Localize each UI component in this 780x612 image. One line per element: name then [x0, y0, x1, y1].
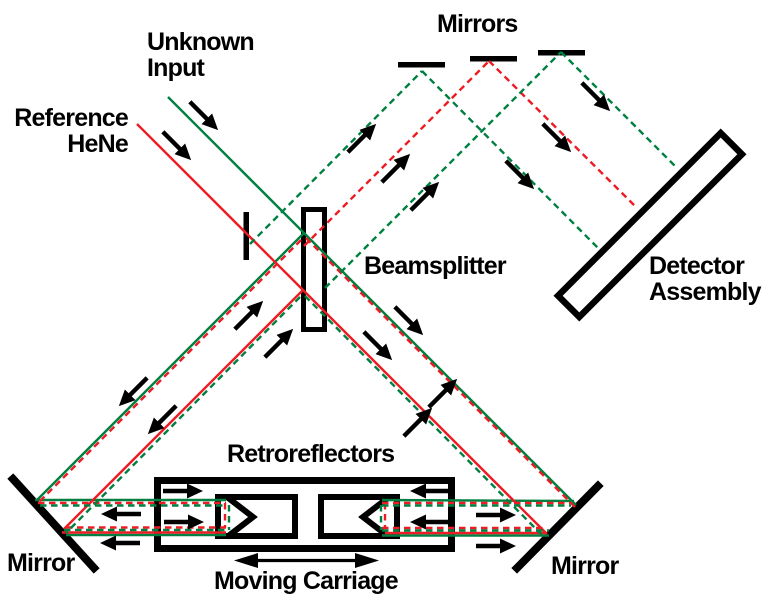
arrow-hene-input [161, 130, 192, 161]
beam-green-down-to-detector-1 [421, 70, 599, 249]
arrow-to-detector-1 [504, 159, 535, 190]
arrow-return-up-1 [346, 123, 377, 154]
arrow-left-arm-down-1 [118, 376, 149, 407]
arrow-return-up-3 [409, 181, 440, 212]
bottom-left-mirror [7, 473, 100, 574]
bottom-right-mirror [511, 480, 604, 574]
moving-carriage-body [154, 477, 455, 552]
top-mirror-2 [470, 56, 517, 62]
arrow-left-arm-up-2 [263, 328, 294, 359]
beam-red-down-to-detector [488, 60, 638, 209]
arrow-right-upper-out [476, 507, 516, 523]
arrow-left-arm-up-1 [233, 300, 264, 331]
detector-assembly-label: Detector Assembly [649, 252, 762, 307]
top-mirror-1 [398, 62, 445, 68]
beam-green-up-to-top-mirror-1 [249, 70, 423, 245]
beam-unknown-split-to-left-mirror [36, 232, 305, 501]
arrow-return-up-2 [380, 153, 411, 184]
beam-right-upper-green-solid [381, 498, 575, 503]
retroreflector-left-prism [225, 494, 258, 540]
arrow-unknown-input [188, 100, 219, 131]
arrow-left-lower-in [164, 514, 204, 530]
beam-unknown-input-to-right-mirror [167, 96, 577, 506]
arrow-right-lower-out [476, 538, 516, 554]
unknown-input-label: Unknown Input [147, 28, 255, 83]
beamsplitter-label: Beamsplitter [364, 252, 507, 280]
arrow-right-arm-down-1 [393, 305, 424, 336]
carriage-travel-double-arrow [234, 553, 379, 568]
arrow-right-arm-up-1 [427, 378, 458, 409]
arrow-left-lower-out [100, 535, 140, 551]
arrow-left-arm-down-2 [147, 404, 178, 435]
mirrors-label: Mirrors [437, 10, 518, 38]
beam-hene-split-to-left-mirror [63, 289, 304, 530]
arrow-to-detector-3 [580, 81, 611, 112]
reference-hene-label: Reference HeNe [14, 104, 129, 159]
beam-red-up-to-top-mirror [303, 60, 490, 247]
arrow-right-upper-in [410, 483, 450, 499]
small-plate [243, 212, 249, 260]
arrow-left-upper-in [163, 483, 203, 499]
arrow-left-upper-out [101, 506, 141, 522]
beam-hene-input-to-right-mirror [136, 123, 548, 535]
mirror-right-label: Mirror [551, 552, 619, 580]
arrow-right-lower-in [410, 514, 450, 530]
beam-green-up-to-top-mirror-3 [324, 51, 562, 289]
arrow-right-arm-down-2 [362, 330, 393, 361]
beam-green-down-to-detector-3 [560, 51, 678, 169]
beam-left-arm-green-return [65, 296, 301, 534]
arrow-right-arm-up-2 [402, 407, 433, 438]
arrow-to-detector-2 [541, 122, 572, 153]
retroreflectors-label: Retroreflectors [227, 440, 395, 468]
beam-left-arm-red-return [37, 239, 302, 504]
mirror-left-label: Mirror [7, 549, 75, 577]
detector-assembly-body [553, 128, 747, 322]
retroreflector-right-prism [358, 494, 391, 540]
beam-right-arm-red-return [305, 237, 577, 509]
moving-carriage-label: Moving Carriage [214, 567, 399, 595]
